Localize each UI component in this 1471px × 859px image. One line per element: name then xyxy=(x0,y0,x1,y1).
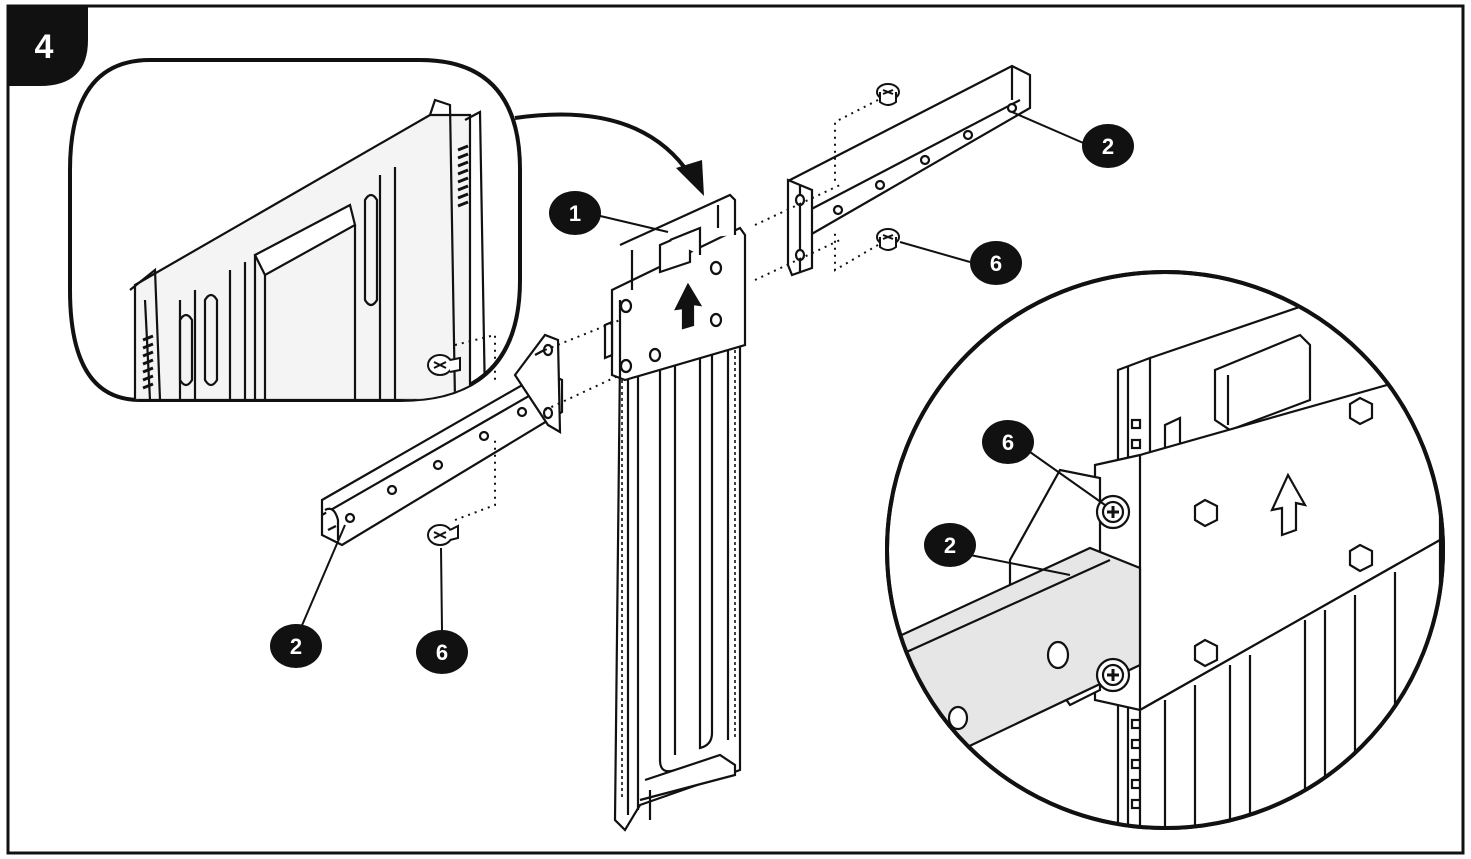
callout-badge-rail-right: 2 xyxy=(1082,124,1134,168)
callout-leaders xyxy=(299,111,1106,631)
screw-top-right xyxy=(876,83,900,106)
callout-label: 2 xyxy=(1102,134,1114,159)
step-badge: 4 xyxy=(8,6,88,86)
callout-label: 6 xyxy=(436,640,448,665)
page-frame xyxy=(6,4,1465,855)
callout-badge-rail-detail: 2 xyxy=(924,523,976,567)
callout-badge-rail-left: 2 xyxy=(270,624,322,668)
alignment-guides xyxy=(454,99,879,521)
rail-left xyxy=(320,333,564,547)
callout-badge-bracket: 1 xyxy=(549,191,601,235)
screw-bottom-left xyxy=(427,524,459,546)
callout-label: 2 xyxy=(944,533,956,558)
screw-top-left xyxy=(427,354,461,376)
screw-mid-right xyxy=(876,228,900,251)
perforation-marks xyxy=(142,144,469,390)
callout-label: 2 xyxy=(290,634,302,659)
callout-label: 6 xyxy=(1002,430,1014,455)
rail-right xyxy=(786,64,1032,277)
zoom-arrow xyxy=(514,112,704,196)
callout-badge-screws-right: 6 xyxy=(970,241,1022,285)
step-number: 4 xyxy=(35,28,54,66)
callout-label: 1 xyxy=(569,201,581,226)
vertical-mounting-bracket xyxy=(603,193,747,832)
callout-badge-screws-left: 6 xyxy=(416,630,468,674)
zoom-inset-bracket-top xyxy=(68,58,522,402)
callout-badge-screw-detail: 6 xyxy=(982,420,1034,464)
callout-label: 6 xyxy=(990,251,1002,276)
